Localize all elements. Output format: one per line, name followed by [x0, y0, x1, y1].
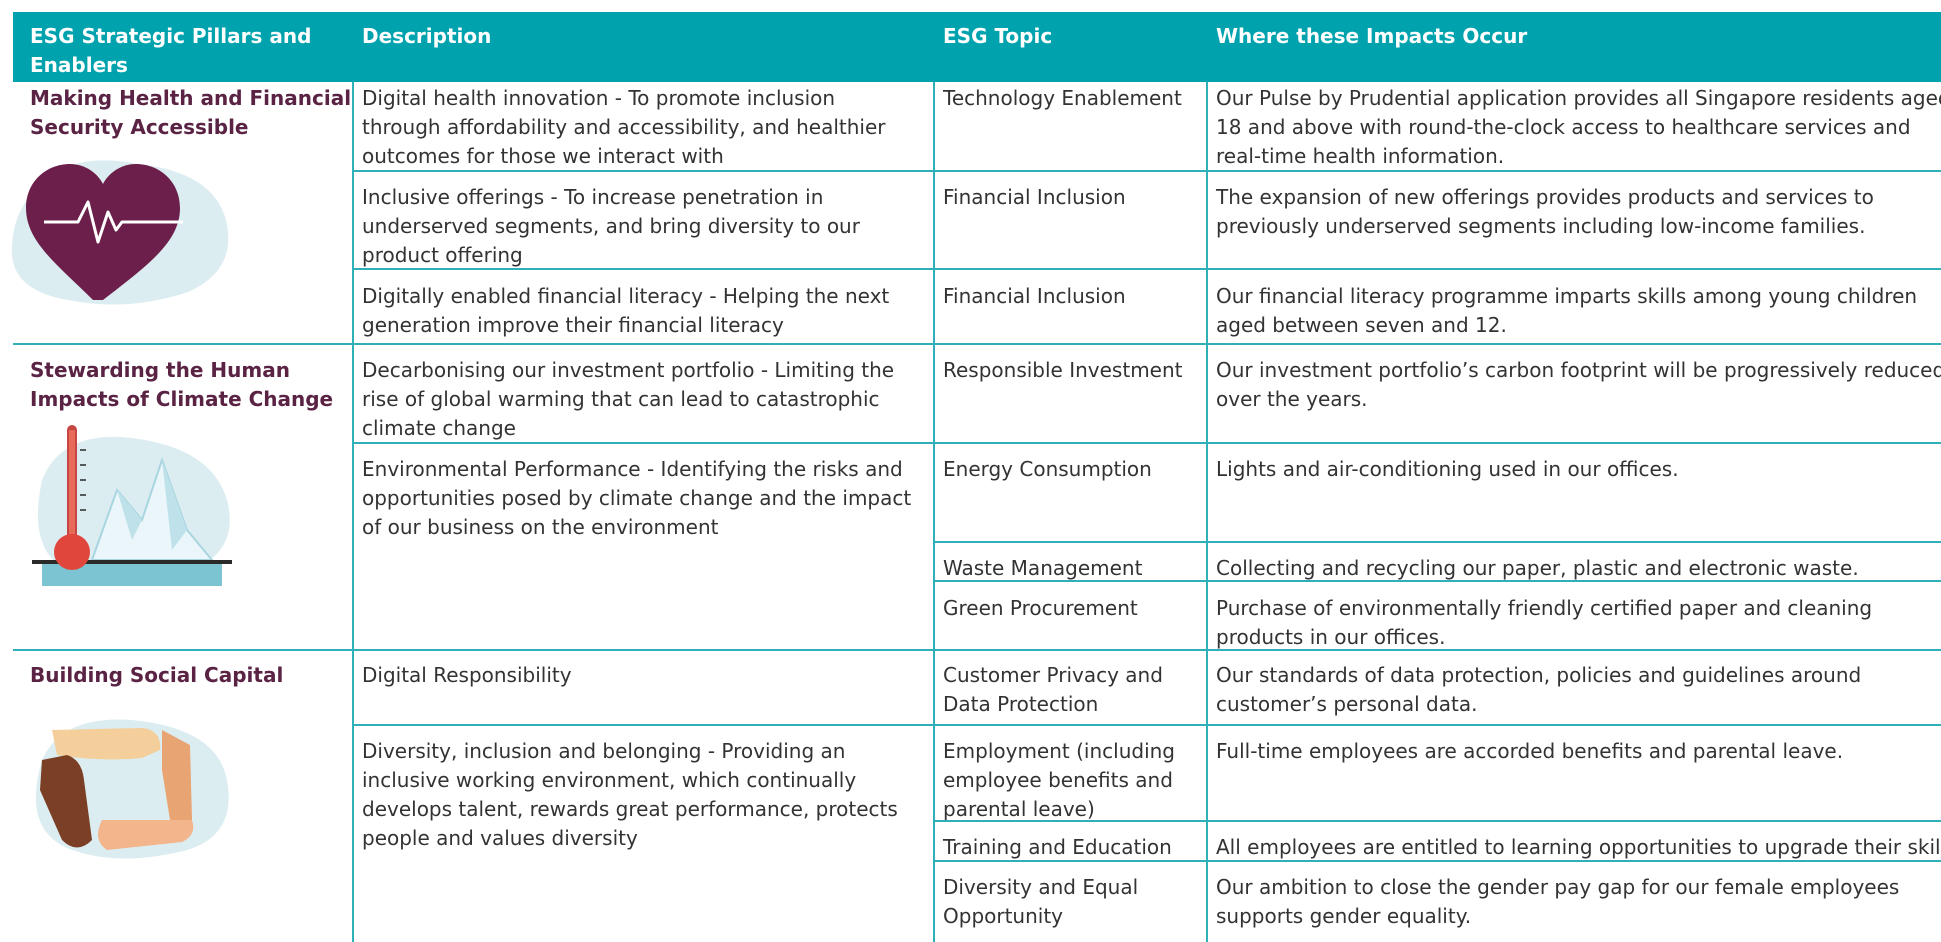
header-topic: ESG Topic: [943, 24, 1053, 48]
topic-line: Data Protection: [943, 692, 1099, 716]
row-divider: [933, 541, 1941, 543]
impact-line: Our ambition to close the gender pay gap…: [1216, 875, 1900, 899]
topic-line: Financial Inclusion: [943, 185, 1126, 209]
row-divider: [933, 860, 1941, 862]
impact-line: supports gender equality.: [1216, 904, 1472, 928]
row-divider: [352, 268, 1941, 270]
topic-line: Responsible Investment: [943, 358, 1183, 382]
topic-line: Energy Consumption: [943, 457, 1152, 481]
description-line: of our business on the environment: [362, 515, 719, 539]
description-line: develops talent, rewards great performan…: [362, 797, 898, 821]
impact-line: Purchase of environmentally friendly cer…: [1216, 596, 1873, 620]
thermometer-iceberg-icon: [32, 425, 232, 586]
impact-line: The expansion of new offerings provides …: [1216, 185, 1874, 209]
description-line: Environmental Performance - Identifying …: [362, 457, 903, 481]
topic-line: Diversity and Equal: [943, 875, 1139, 899]
impact-line: All employees are entitled to learning o…: [1216, 835, 1941, 859]
topic-line: Financial Inclusion: [943, 284, 1126, 308]
impact-line: Lights and air-conditioning used in our …: [1216, 457, 1679, 481]
impact-line: products in our offices.: [1216, 625, 1446, 649]
impact-line: Our standards of data protection, polici…: [1216, 663, 1862, 687]
row-divider: [352, 724, 1941, 726]
heart-pulse-icon: [11, 160, 229, 305]
pillar-title: Building Social Capital: [30, 663, 284, 687]
description-line: Digital Responsibility: [362, 663, 572, 687]
description-line: generation improve their financial liter…: [362, 313, 784, 337]
description-line: climate change: [362, 416, 516, 440]
description-line: product offering: [362, 243, 523, 267]
description-line: Inclusive offerings - To increase penetr…: [362, 185, 824, 209]
header-impacts: Where these Impacts Occur: [1216, 24, 1528, 48]
description-line: inclusive working environment, which con…: [362, 768, 857, 792]
topic-line: Employment (including: [943, 739, 1175, 763]
impact-line: 18 and above with round-the-clock access…: [1216, 115, 1911, 139]
impact-line: Our Pulse by Prudential application prov…: [1216, 86, 1941, 110]
pillar-title: Making Health and Financial Security Acc…: [30, 86, 352, 139]
header-description: Description: [362, 24, 492, 48]
row-divider: [13, 343, 1941, 345]
impact-line: Full-time employees are accorded benefit…: [1216, 739, 1844, 763]
joined-hands-icon: [35, 719, 229, 859]
row-divider: [352, 442, 1941, 444]
topic-line: Customer Privacy and: [943, 663, 1163, 687]
row-divider: [933, 820, 1941, 822]
topic-line: Green Procurement: [943, 596, 1138, 620]
topic-line: Training and Education: [943, 835, 1172, 859]
description-line: Digital health innovation - To promote i…: [362, 86, 836, 110]
description-line: Diversity, inclusion and belonging - Pro…: [362, 739, 846, 763]
description-line: rise of global warming that can lead to …: [362, 387, 880, 411]
description-line: outcomes for those we interact with: [362, 144, 724, 168]
description-line: underserved segments, and bring diversit…: [362, 214, 860, 238]
impact-line: Collecting and recycling our paper, plas…: [1216, 556, 1859, 580]
topic-line: employee benefits and: [943, 768, 1173, 792]
description-line: people and values diversity: [362, 826, 638, 850]
impact-line: customer’s personal data.: [1216, 692, 1478, 716]
header-pillars: ESG Strategic Pillars and Enablers: [30, 24, 312, 77]
column-divider: [1206, 82, 1208, 942]
row-divider: [933, 580, 1941, 582]
topic-line: parental leave): [943, 797, 1095, 821]
topic-line: Opportunity: [943, 904, 1064, 928]
pillar-title: Stewarding the Human Impacts of Climate …: [30, 358, 334, 411]
row-divider: [13, 649, 1941, 651]
impact-line: over the years.: [1216, 387, 1368, 411]
topic-line: Waste Management: [943, 556, 1143, 580]
description-line: Digitally enabled financial literacy - H…: [362, 284, 890, 308]
impact-line: real-time health information.: [1216, 144, 1505, 168]
impact-line: aged between seven and 12.: [1216, 313, 1507, 337]
topic-line: Technology Enablement: [943, 86, 1182, 110]
row-divider: [352, 170, 1941, 172]
impact-line: previously underserved segments includin…: [1216, 214, 1866, 238]
column-divider: [352, 82, 354, 942]
column-divider: [933, 82, 935, 942]
impact-line: Our investment portfolio’s carbon footpr…: [1216, 358, 1941, 382]
impact-line: Our financial literacy programme imparts…: [1216, 284, 1918, 308]
description-line: opportunities posed by climate change an…: [362, 486, 912, 510]
description-line: Decarbonising our investment portfolio -…: [362, 358, 895, 382]
esg-table: ESG Strategic Pillars and Enablers Descr…: [13, 12, 1941, 942]
table-header: ESG Strategic Pillars and Enablers Descr…: [13, 12, 1941, 82]
description-line: through affordability and accessibility,…: [362, 115, 886, 139]
